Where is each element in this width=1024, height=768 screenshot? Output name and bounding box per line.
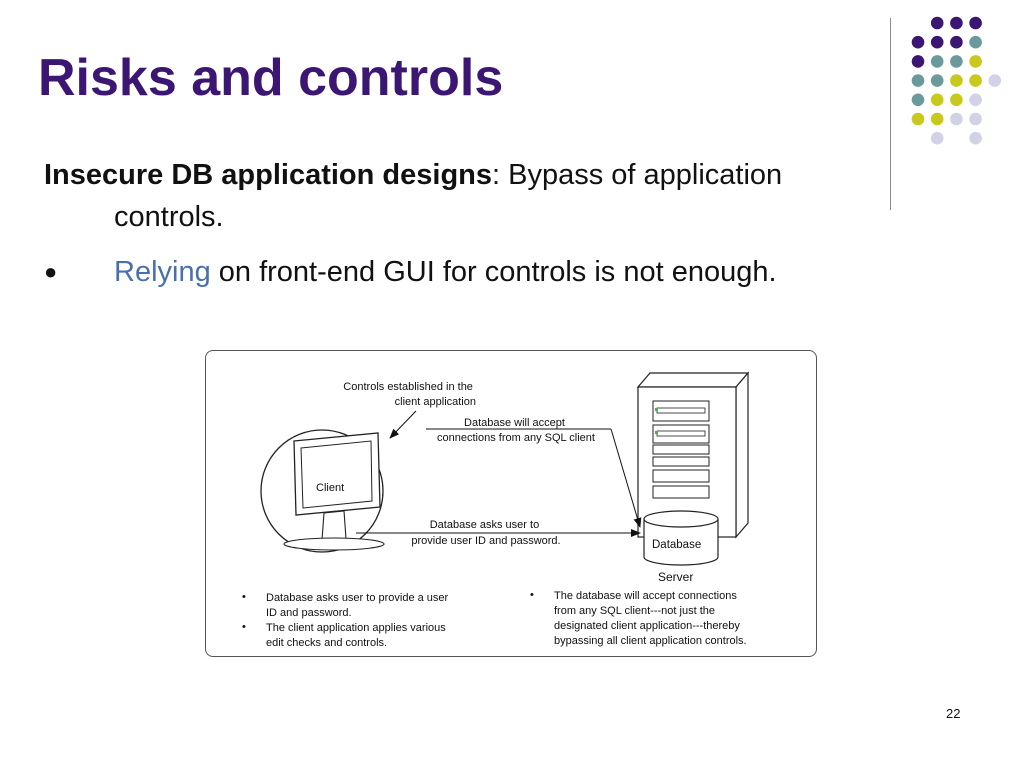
bullet-point: ● Relying on front-end GUI for controls i… [44, 252, 777, 292]
slide-title: Risks and controls [38, 49, 504, 107]
database-cylinder-icon [643, 510, 719, 566]
decorative-dot [969, 112, 982, 126]
note-bullet-icon: • [242, 621, 246, 633]
database-label: Database [652, 539, 701, 551]
decorative-dot [950, 112, 963, 126]
decorative-dot-grid [911, 16, 1002, 145]
client-server-diagram: Client Database Server Controls establ [205, 350, 817, 657]
client-computer-icon [260, 429, 385, 553]
subheading-continuation: controls. [114, 201, 224, 233]
note-bullet-icon: • [242, 591, 246, 603]
decorative-dot [911, 74, 925, 87]
decorative-dot [950, 55, 963, 68]
decorative-dot [930, 16, 944, 30]
left-note-2: The client application applies various e… [266, 622, 449, 649]
decorative-dot [930, 55, 944, 68]
decorative-dot [930, 93, 944, 107]
decorative-dot [988, 74, 1002, 87]
bullet-dot-icon: ● [44, 259, 58, 284]
decorative-dot [950, 16, 963, 30]
diagram-canvas: Client Database Server Controls establ [242, 371, 750, 649]
decorative-dot [969, 35, 982, 49]
arrow-accept [610, 428, 642, 528]
decorative-dot [930, 74, 944, 87]
decorative-dot [950, 74, 963, 87]
subheading: Insecure DB application designs: Bypass … [44, 154, 914, 238]
decorative-dot [930, 35, 944, 49]
decorative-dot [950, 93, 963, 107]
decorative-dot [930, 112, 944, 126]
page-number: 22 [946, 706, 961, 721]
decorative-dot [911, 93, 925, 107]
bullet-highlight: Relying [114, 256, 211, 288]
right-notes: • The database will accept connections f… [530, 589, 747, 647]
decorative-dot [911, 35, 925, 49]
callout-asks: Database asks user to provide user ID an… [411, 519, 560, 547]
decorative-dot [969, 16, 982, 30]
bullet-text: on front-end GUI for controls is not eno… [210, 256, 777, 288]
arrow-controls [389, 410, 417, 439]
left-note-1: Database asks user to provide a user ID … [266, 592, 451, 619]
decorative-dot [930, 131, 944, 145]
decorative-dot [969, 93, 982, 107]
subheading-bold: Insecure DB application designs [44, 159, 492, 191]
note-bullet-icon: • [530, 589, 534, 601]
decorative-dot [950, 35, 963, 49]
callout-accept: Database will accept connections from an… [437, 417, 595, 444]
right-note-1: The database will accept connections fro… [554, 590, 747, 647]
decorative-dot [969, 55, 982, 68]
server-label: Server [658, 570, 693, 584]
decorative-divider-line [890, 18, 891, 210]
decorative-dot [969, 74, 982, 87]
client-label: Client [316, 482, 344, 494]
callout-controls: Controls established in the client appli… [343, 381, 476, 408]
decorative-dot [969, 131, 982, 145]
subheading-rest: : Bypass of application [492, 159, 783, 191]
left-notes: • Database asks user to provide a user I… [242, 591, 451, 649]
decorative-dot [911, 55, 925, 68]
decorative-dot [911, 112, 925, 126]
